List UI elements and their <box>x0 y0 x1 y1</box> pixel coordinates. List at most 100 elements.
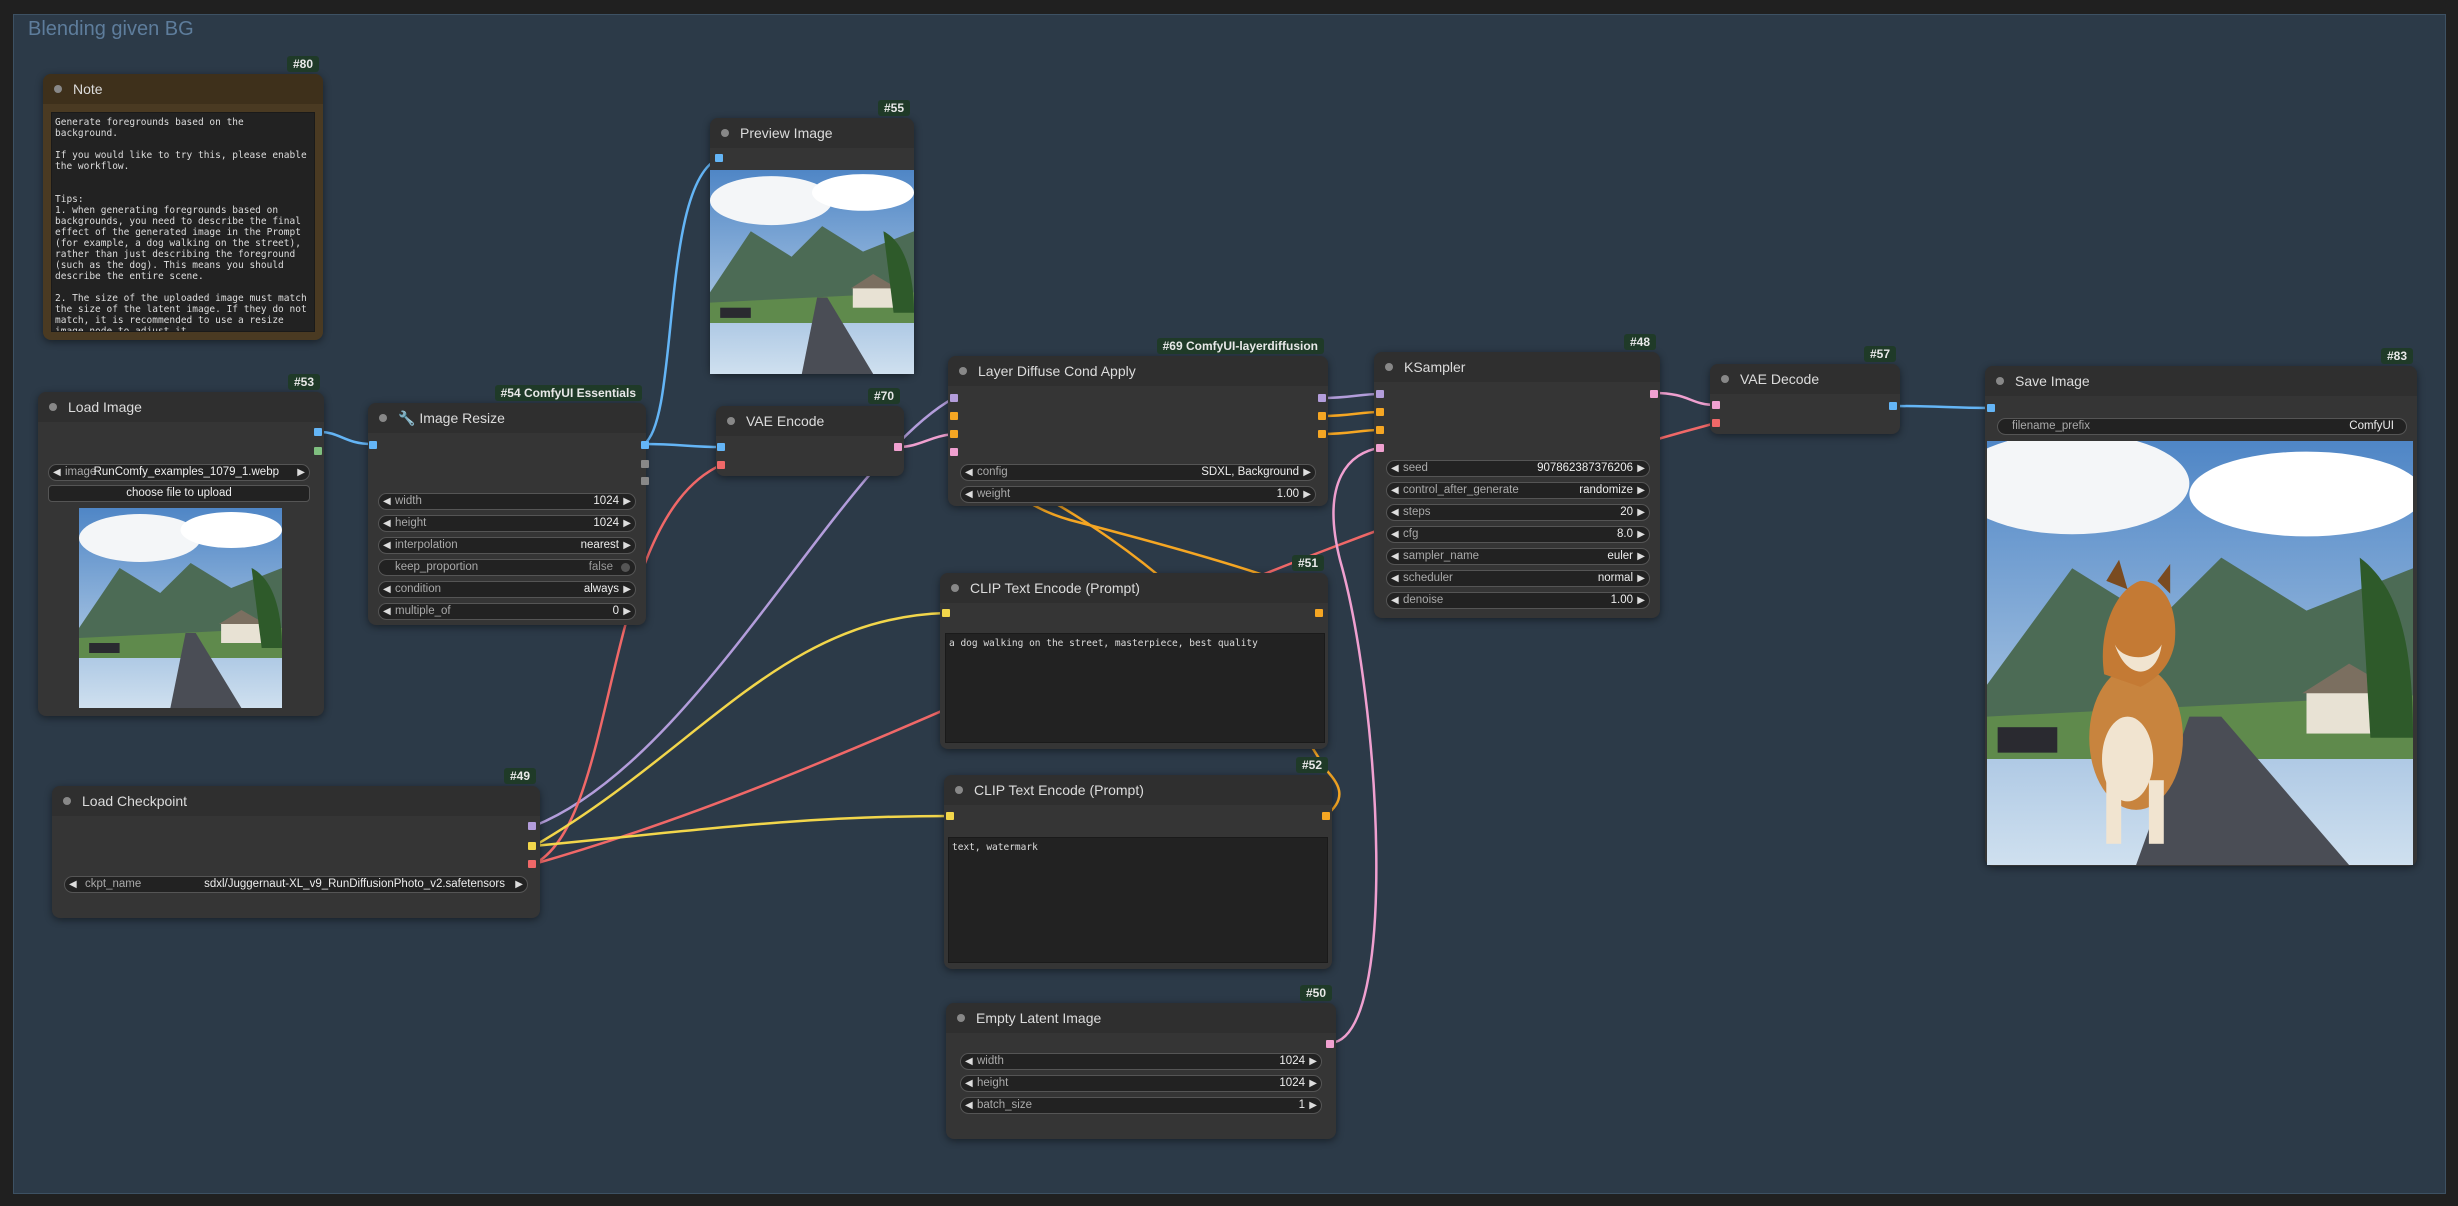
collapse-dot-icon[interactable] <box>1385 363 1393 371</box>
collapse-dot-icon[interactable] <box>49 403 57 411</box>
arrow-right-icon[interactable]: ▶ <box>1637 507 1645 518</box>
image-resize-node[interactable]: #54 ComfyUI Essentials 🔧 Image Resize ◀w… <box>368 385 649 625</box>
node-title[interactable]: KSampler <box>1374 352 1660 382</box>
arrow-right-icon[interactable]: ▶ <box>1303 467 1311 478</box>
arrow-left-icon[interactable]: ◀ <box>965 489 973 500</box>
arrow-right-icon[interactable]: ▶ <box>1637 551 1645 562</box>
input-images-port[interactable] <box>715 154 723 162</box>
layer-diffuse-node[interactable]: #69 ComfyUI-layerdiffusion Layer Diffuse… <box>948 338 1328 506</box>
input-samples-port[interactable] <box>1712 401 1720 409</box>
arrow-left-icon[interactable]: ◀ <box>965 1056 973 1067</box>
arrow-right-icon[interactable]: ▶ <box>515 879 523 890</box>
input-clip-port[interactable] <box>942 609 950 617</box>
arrow-left-icon[interactable]: ◀ <box>53 467 61 478</box>
output-conditioning-port[interactable] <box>1322 812 1330 820</box>
collapse-dot-icon[interactable] <box>1721 375 1729 383</box>
arrow-right-icon[interactable]: ▶ <box>623 584 631 595</box>
input-vae-port[interactable] <box>717 461 725 469</box>
input-clip-port[interactable] <box>946 812 954 820</box>
node-title[interactable]: Save Image <box>1985 366 2417 396</box>
arrow-right-icon[interactable]: ▶ <box>1309 1078 1317 1089</box>
node-title[interactable]: CLIP Text Encode (Prompt) <box>940 573 1328 603</box>
node-title[interactable]: Load Image <box>38 392 324 422</box>
arrow-left-icon[interactable]: ◀ <box>1391 507 1399 518</box>
node-title[interactable]: Preview Image <box>710 118 914 148</box>
arrow-left-icon[interactable]: ◀ <box>383 606 391 617</box>
upload-button[interactable]: choose file to upload <box>48 485 310 502</box>
collapse-dot-icon[interactable] <box>955 786 963 794</box>
input-latent-port[interactable] <box>1376 444 1384 452</box>
output-latent-port[interactable] <box>1650 390 1658 398</box>
arrow-left-icon[interactable]: ◀ <box>1391 485 1399 496</box>
arrow-right-icon[interactable]: ▶ <box>1637 485 1645 496</box>
arrow-right-icon[interactable]: ▶ <box>623 540 631 551</box>
arrow-left-icon[interactable]: ◀ <box>1391 573 1399 584</box>
collapse-dot-icon[interactable] <box>959 367 967 375</box>
arrow-right-icon[interactable]: ▶ <box>1309 1100 1317 1111</box>
output-width-port[interactable] <box>641 460 649 468</box>
output-latent-port[interactable] <box>1326 1040 1334 1048</box>
collapse-dot-icon[interactable] <box>1996 377 2004 385</box>
input-cond-port[interactable] <box>950 412 958 420</box>
arrow-left-icon[interactable]: ◀ <box>1391 463 1399 474</box>
input-model-port[interactable] <box>950 394 958 402</box>
ckpt-name-select[interactable]: ◀ ckpt_name sdxl/Juggernaut-XL_v9_RunDif… <box>64 876 528 893</box>
input-latent-port[interactable] <box>950 448 958 456</box>
arrow-left-icon[interactable]: ◀ <box>383 518 391 529</box>
group-title[interactable]: Blending given BG <box>28 18 194 40</box>
arrow-left-icon[interactable]: ◀ <box>965 1100 973 1111</box>
node-title[interactable]: VAE Decode <box>1710 364 1900 394</box>
output-model-port[interactable] <box>528 822 536 830</box>
output-mask-port[interactable] <box>314 447 322 455</box>
clip-text-encode-positive-node[interactable]: #51 CLIP Text Encode (Prompt) a dog walk… <box>940 555 1328 749</box>
preview-image-node[interactable]: #55 Preview Image <box>710 100 914 374</box>
node-title[interactable]: Note <box>43 74 323 104</box>
clip-text-encode-negative-node[interactable]: #52 CLIP Text Encode (Prompt) text, wate… <box>944 757 1332 969</box>
collapse-dot-icon[interactable] <box>951 584 959 592</box>
note-textarea[interactable]: Generate foregrounds based on the backgr… <box>51 112 315 332</box>
collapse-dot-icon[interactable] <box>63 797 71 805</box>
arrow-right-icon[interactable]: ▶ <box>1637 595 1645 606</box>
input-pixels-port[interactable] <box>717 443 725 451</box>
arrow-right-icon[interactable]: ▶ <box>623 518 631 529</box>
arrow-left-icon[interactable]: ◀ <box>1391 529 1399 540</box>
negative-prompt-textarea[interactable]: text, watermark <box>948 837 1328 963</box>
arrow-left-icon[interactable]: ◀ <box>383 496 391 507</box>
load-checkpoint-node[interactable]: #49 Load Checkpoint ◀ ckpt_name sdxl/Jug… <box>52 768 540 918</box>
arrow-left-icon[interactable]: ◀ <box>69 879 77 890</box>
input-vae-port[interactable] <box>1712 419 1720 427</box>
output-vae-port[interactable] <box>528 860 536 868</box>
output-negative-port[interactable] <box>1318 430 1326 438</box>
node-title[interactable]: CLIP Text Encode (Prompt) <box>944 775 1332 805</box>
node-title[interactable]: Empty Latent Image <box>946 1003 1336 1033</box>
collapse-dot-icon[interactable] <box>957 1014 965 1022</box>
save-image-node[interactable]: #83 Save Image filename_prefix ComfyUI <box>1985 348 2417 866</box>
input-negative-port[interactable] <box>1376 426 1384 434</box>
node-title[interactable]: Load Checkpoint <box>52 786 540 816</box>
note-node[interactable]: #80 Note Generate foregrounds based on t… <box>43 56 323 340</box>
node-title[interactable]: 🔧 Image Resize <box>368 403 646 433</box>
collapse-dot-icon[interactable] <box>727 417 735 425</box>
output-latent-port[interactable] <box>894 443 902 451</box>
output-image-port[interactable] <box>314 428 322 436</box>
arrow-right-icon[interactable]: ▶ <box>1637 573 1645 584</box>
node-title[interactable]: VAE Encode <box>716 406 904 436</box>
output-height-port[interactable] <box>641 477 649 485</box>
load-image-node[interactable]: #53 Load Image ◀ image RunComfy_examples… <box>38 374 324 716</box>
arrow-right-icon[interactable]: ▶ <box>1637 463 1645 474</box>
node-title[interactable]: Layer Diffuse Cond Apply <box>948 356 1328 386</box>
